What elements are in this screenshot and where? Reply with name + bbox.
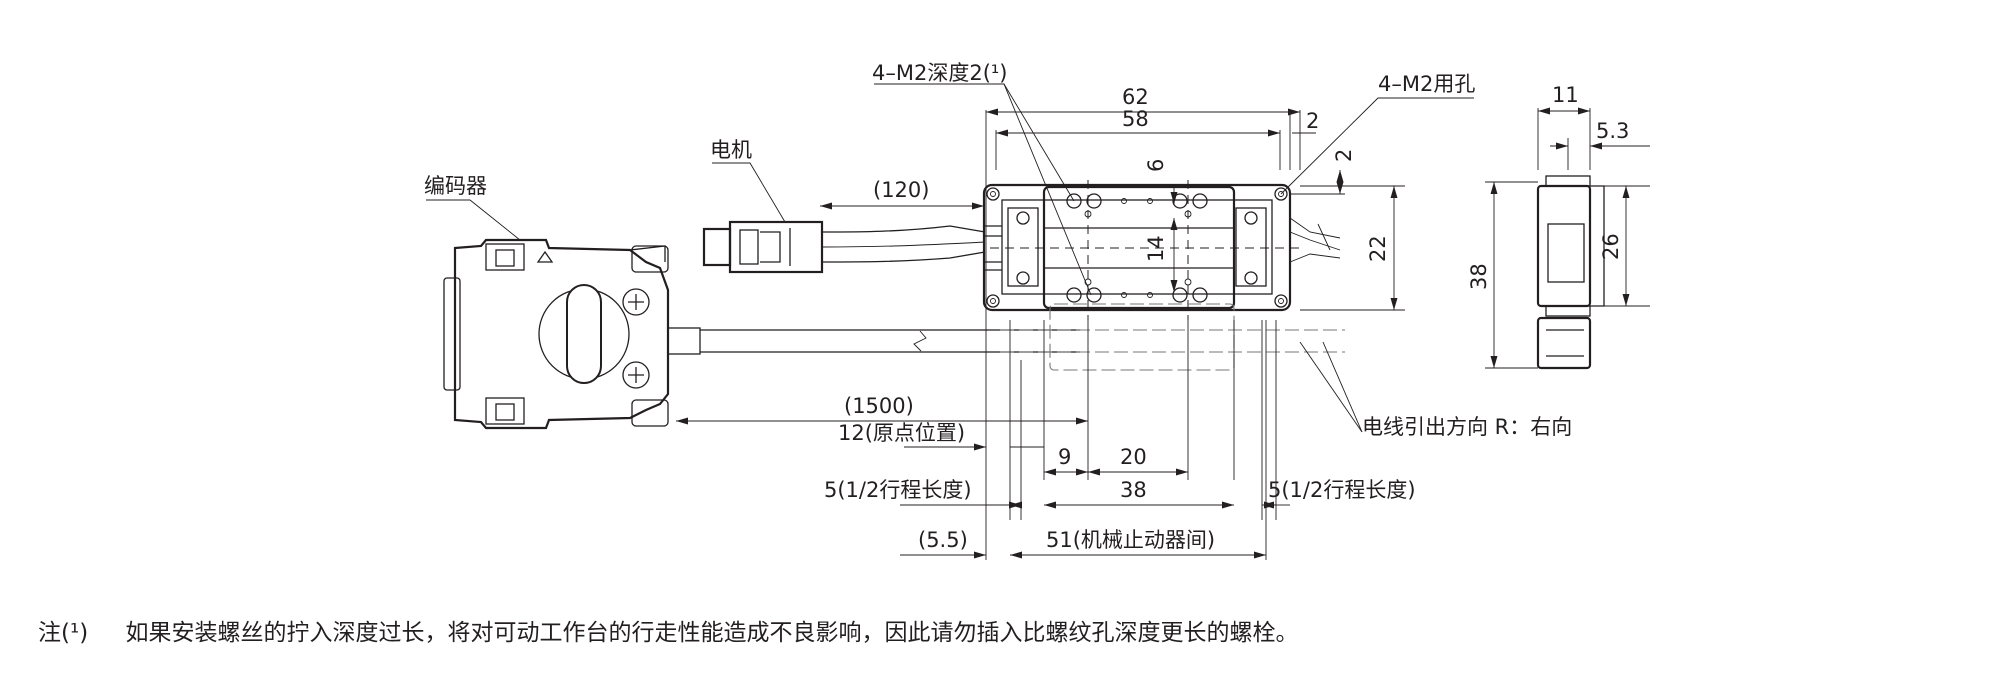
stage-top-view bbox=[982, 180, 1345, 371]
dim-62: 62 bbox=[1122, 85, 1149, 109]
dim-side-26: 26 bbox=[1599, 233, 1623, 260]
label-motor: 电机 bbox=[710, 138, 752, 162]
dim-side-38: 38 bbox=[1467, 263, 1491, 290]
leader-lines bbox=[426, 83, 1474, 433]
dim-side-11: 11 bbox=[1552, 83, 1579, 107]
dim-14: 14 bbox=[1144, 235, 1168, 262]
dim-58: 58 bbox=[1122, 107, 1149, 131]
label-m2-hole: 4–M2用孔 bbox=[1378, 72, 1475, 96]
encoder-connector bbox=[443, 238, 1080, 430]
dim-2-right: 2 bbox=[1332, 149, 1356, 162]
label-lead-direction: 电线引出方向 R：右向 bbox=[1362, 415, 1572, 439]
footnote-mark: 注(¹) bbox=[38, 620, 89, 646]
dim-half-stroke-right: 5(1/2行程长度) bbox=[1268, 478, 1416, 502]
dim-51: 51(机械止动器间) bbox=[1046, 528, 1215, 552]
dim-origin: 12(原点位置) bbox=[838, 421, 965, 445]
label-m2-depth: 4–M2深度2(¹) bbox=[872, 61, 1008, 85]
footnote: 注(¹) 如果安装螺丝的拧入深度过长，将对可动工作台的行走性能造成不良影响，因此… bbox=[38, 613, 1298, 647]
dim-half-stroke-left: 5(1/2行程长度) bbox=[824, 478, 972, 502]
dim-side-5-3: 5.3 bbox=[1596, 119, 1629, 143]
dim-120: (120) bbox=[873, 178, 929, 202]
dim-9: 9 bbox=[1058, 445, 1071, 469]
dim-20: 20 bbox=[1120, 445, 1147, 469]
dim-2-top: 2 bbox=[1306, 109, 1319, 133]
label-encoder: 编码器 bbox=[424, 174, 487, 198]
dim-5-5: (5.5) bbox=[918, 528, 968, 552]
motor-connector bbox=[702, 220, 986, 274]
dim-6: 6 bbox=[1144, 159, 1168, 172]
stage-side-view bbox=[1536, 175, 1605, 370]
dimension-lines bbox=[676, 107, 1650, 559]
labels: 编码器 电机 4–M2深度2(¹) 4–M2用孔 电线引出方向 R：右向 62 … bbox=[424, 61, 1629, 552]
dim-22: 22 bbox=[1366, 235, 1390, 262]
dim-1500: (1500) bbox=[844, 394, 914, 418]
dim-38-bottom: 38 bbox=[1120, 478, 1147, 502]
footnote-text: 如果安装螺丝的拧入深度过长，将对可动工作台的行走性能造成不良影响，因此请勿插入比… bbox=[125, 620, 1299, 646]
